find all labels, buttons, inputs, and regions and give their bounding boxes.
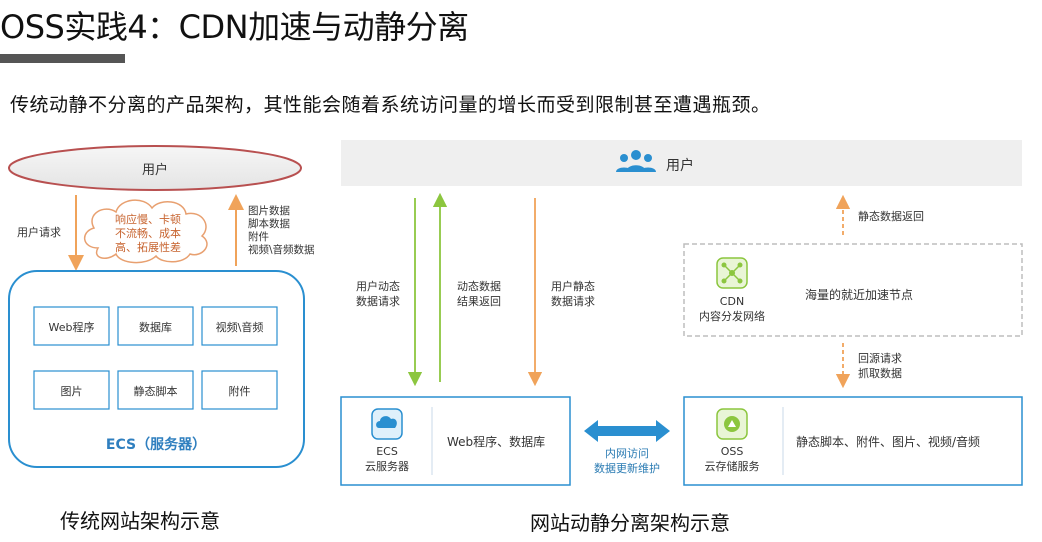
page-subtitle: 传统动静不分离的产品架构，其性能会随着系统访问量的增长而受到限制甚至遭遇瓶颈。 xyxy=(10,94,771,116)
dynamic-return-label: 动态数据 结果返回 xyxy=(449,279,509,309)
label-line: 用户静态 xyxy=(551,280,595,293)
origin-fetch-label: 回源请求 抓取数据 xyxy=(858,351,902,381)
dynamic-request-label: 用户动态 数据请求 xyxy=(348,279,408,309)
page-title: OSS实践4：CDN加速与动静分离 xyxy=(0,8,469,46)
label-line: 动态数据 xyxy=(457,280,501,293)
ecs-icon xyxy=(371,408,403,440)
return-label: 图片数据 xyxy=(248,205,290,217)
label-line: 结果返回 xyxy=(457,295,501,308)
ecs-name: ECS xyxy=(376,445,398,458)
right-user-label: 用户 xyxy=(666,158,694,174)
oss-desc: 云存储服务 xyxy=(704,460,760,473)
left-return-labels: 图片数据 脚本数据 附件 视频\音频数据 xyxy=(248,205,328,257)
oss-content: 静态脚本、附件、图片、视频/音频 xyxy=(796,435,981,449)
left-component-box xyxy=(33,370,110,410)
cdn-icon xyxy=(716,257,748,289)
cloud-shape xyxy=(84,199,208,264)
static-return-label: 静态数据返回 xyxy=(858,210,924,223)
left-component-box xyxy=(33,306,110,346)
left-user-label: 用户 xyxy=(141,163,168,178)
component-db: 数据库 xyxy=(139,321,172,334)
component-web: Web程序 xyxy=(48,321,95,334)
left-component-box xyxy=(117,306,194,346)
internal-link-arrow xyxy=(584,420,670,442)
right-ecs-label: ECS 云服务器 xyxy=(347,444,427,474)
cloud-line: 响应慢、卡顿 xyxy=(115,213,181,226)
internal-link-label: 内网访问 数据更新维护 xyxy=(582,446,672,476)
cdn-note: 海量的就近加速节点 xyxy=(805,288,914,302)
oss-label: OSS 云存储服务 xyxy=(692,444,772,474)
label-line: 内网访问 xyxy=(605,447,649,460)
cloud-line: 不流畅、成本 xyxy=(115,227,181,240)
cdn-name: CDN xyxy=(719,295,745,308)
oss-icon xyxy=(716,408,748,440)
left-component-box xyxy=(117,370,194,410)
users-icon xyxy=(616,150,656,172)
cdn-desc: 内容分发网络 xyxy=(699,310,765,323)
label-line: 回源请求 xyxy=(858,352,902,365)
left-user-ellipse xyxy=(8,145,302,191)
label-line: 数据请求 xyxy=(356,295,400,308)
component-script: 静态脚本 xyxy=(133,385,178,398)
return-label: 视频\音频数据 xyxy=(248,244,315,256)
cloud-line: 高、拓展性差 xyxy=(115,241,181,254)
return-label: 附件 xyxy=(248,231,269,243)
label-line: 数据请求 xyxy=(551,295,595,308)
label-line: 数据更新维护 xyxy=(594,462,660,475)
oss-name: OSS xyxy=(720,445,744,458)
label-line: 抓取数据 xyxy=(858,367,902,380)
right-user-bar xyxy=(341,140,1022,186)
ecs-content: Web程序、数据库 xyxy=(447,435,546,449)
right-caption: 网站动静分离架构示意 xyxy=(530,511,730,535)
cloud-text: 响应慢、卡顿 不流畅、成本 高、拓展性差 xyxy=(96,213,200,255)
left-component-box xyxy=(201,306,278,346)
left-caption: 传统网站架构示意 xyxy=(60,509,220,533)
left-component-box xyxy=(201,370,278,410)
label-line: 用户动态 xyxy=(356,280,400,293)
title-underline xyxy=(0,54,125,63)
static-request-label: 用户静态 数据请求 xyxy=(543,279,603,309)
return-label: 脚本数据 xyxy=(248,218,290,230)
left-request-label: 用户请求 xyxy=(17,226,61,239)
ecs-desc: 云服务器 xyxy=(365,460,409,473)
component-media: 视频\音频 xyxy=(215,321,264,334)
cdn-label: CDN 内容分发网络 xyxy=(692,294,772,324)
component-attachment: 附件 xyxy=(228,385,251,398)
component-image: 图片 xyxy=(60,385,83,398)
left-ecs-label: ECS（服务器） xyxy=(105,437,207,453)
